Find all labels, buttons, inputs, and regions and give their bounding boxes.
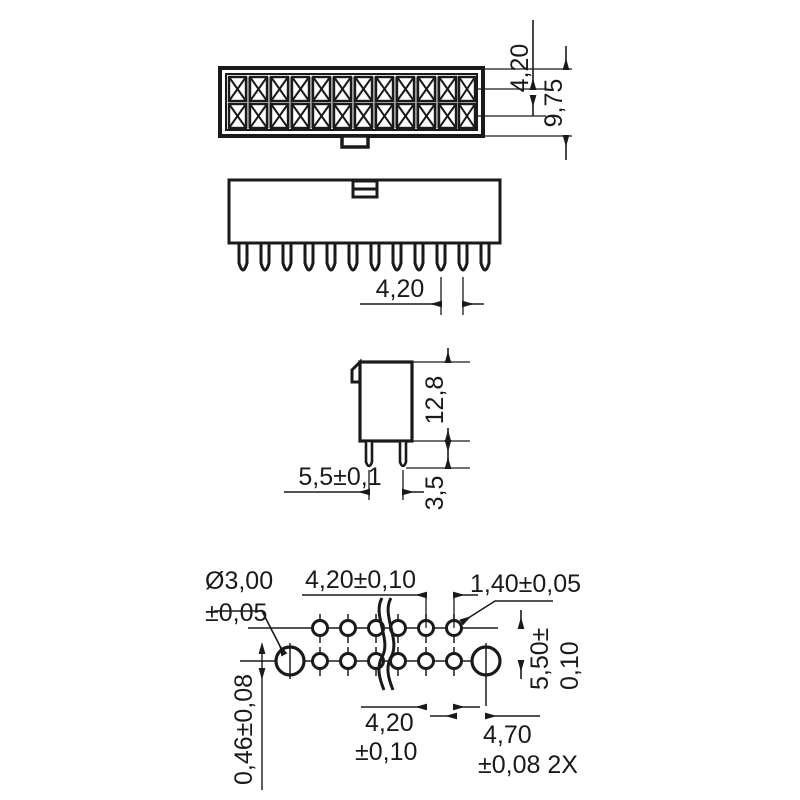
dimension-label-mount-offset-2: ±0,08 2X [478,751,578,779]
top-view-contact-column [311,75,335,130]
dimension-side-pin-length: 3,5 [421,440,452,511]
dimension-top-pitch: 4,20±0,10 [302,566,478,628]
top-view-contact-column [353,75,377,130]
dimension-label-bottom-pitch-2: ±0,10 [355,738,417,766]
dimension-label-hole-diameter-2: ±0,05 [205,599,267,627]
dimension-label-side-pin-length: 3,5 [421,476,449,511]
footprint-small-hole [311,652,329,670]
side-view: 12,8 3,5 5,5±0,1 [284,348,470,510]
dimension-edge-offset: 1,40±0,05 [459,570,581,626]
front-view-pin [347,241,359,272]
front-view-pin [457,241,469,272]
front-view-pin [435,241,447,272]
dimension-mount-hole-offset: 4,70 ±0,08 2X [430,712,578,779]
dimension-side-width: 5,5±0,1 [284,463,424,500]
dimension-label-top-body-height: 9,75 [540,79,568,128]
top-view-contact-column [290,75,314,130]
footprint-small-hole-row-bottom [311,652,463,670]
dimension-top-body-height: 9,75 [540,46,570,160]
top-view-polarity-notch [340,134,370,149]
front-view-pin [369,241,381,272]
dimension-top-row-pitch: 4,20 [506,20,537,116]
top-view: 4,20 9,75 [218,20,572,160]
dimension-label-pad-diameter: 0,46±0,08 [230,674,258,785]
dimension-row-spacing: 5,50± 0,10 [517,610,584,690]
front-view-top-tab [351,179,379,199]
top-view-contact-column [437,75,461,130]
footprint-small-hole [339,652,357,670]
footprint-small-hole [339,619,357,637]
dimension-pad-diameter: 0,46±0,08 [230,642,266,790]
top-view-contact-column [457,75,477,130]
front-view-pin [259,241,271,272]
dimension-label-row-spacing-2: 0,10 [556,641,584,690]
footprint-small-hole [311,619,329,637]
dimension-label-edge-offset: 1,40±0,05 [470,570,581,598]
side-view-pin [364,439,374,468]
top-view-contact-column [332,75,356,130]
top-view-contact-column [395,75,419,130]
front-view-pin [479,241,491,272]
side-view-extension-lines [406,361,470,469]
front-view-pin [391,241,403,272]
front-view-pin [303,241,315,272]
dimension-label-hole-diameter-1: Ø3,00 [205,567,273,595]
dimension-label-front-pin-pitch: 4,20 [376,275,425,303]
side-view-body [358,360,414,443]
top-view-contact-column [269,75,293,130]
side-view-pin [398,439,408,468]
dimension-bottom-pitch: 4,20 ±0,10 [355,703,480,766]
front-view-pin [237,241,249,272]
pcb-footprint-view: Ø3,00 ±0,05 4,20±0,10 1,40±0,05 5,50± 0,… [205,566,584,790]
dimension-hole-diameter: Ø3,00 ±0,05 [205,567,288,657]
footprint-mounting-hole-centerlines [289,643,487,706]
footprint-small-hole [445,652,463,670]
front-view-pin [413,241,425,272]
top-view-contact-column [248,75,272,130]
dimension-side-height: 12,8 [421,348,452,442]
footprint-small-hole [417,652,435,670]
front-view-pin [281,241,293,272]
dimension-label-row-spacing-1: 5,50± [526,628,554,690]
dimension-front-pin-pitch: 4,20 [360,275,484,315]
dimension-label-side-height: 12,8 [421,376,449,425]
top-view-contact-column [416,75,440,130]
top-view-contact-array [227,75,477,130]
front-view-pin [325,241,337,272]
dimension-label-mount-offset-1: 4,70 [483,721,532,749]
dimension-label-side-width: 5,5±0,1 [298,463,381,491]
top-view-contact-column [374,75,398,130]
footprint-break-line [377,597,396,691]
front-view-pin-array [237,241,491,272]
dimension-label-top-row-pitch: 4,20 [506,44,534,93]
dimension-label-top-pitch: 4,20±0,10 [305,566,416,594]
front-view: 4,20 [227,178,502,315]
top-view-contact-column [227,75,251,130]
dimension-label-bottom-pitch-1: 4,20 [365,709,414,737]
